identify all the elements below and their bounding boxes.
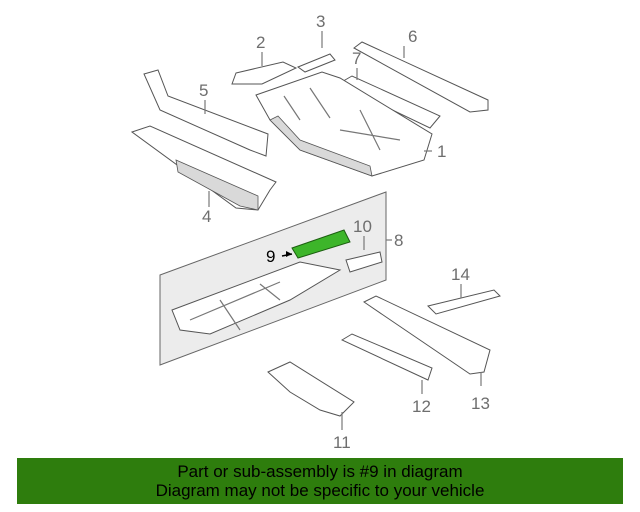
part-2-drawing bbox=[231, 52, 298, 85]
part-7-drawing bbox=[336, 68, 441, 129]
part-10-drawing bbox=[345, 236, 383, 273]
callout-5[interactable]: 5 bbox=[199, 81, 208, 100]
callout-11[interactable]: 11 bbox=[333, 433, 351, 452]
part-12-drawing bbox=[340, 333, 433, 394]
part-6-drawing bbox=[353, 41, 489, 113]
callout-6[interactable]: 6 bbox=[408, 27, 417, 46]
callout-4[interactable]: 4 bbox=[202, 207, 211, 226]
part-13-drawing bbox=[363, 295, 491, 386]
callout-12[interactable]: 12 bbox=[412, 397, 431, 416]
part-3-drawing bbox=[296, 31, 336, 73]
banner-line-2: Diagram may not be specific to your vehi… bbox=[155, 481, 485, 500]
callout-7[interactable]: 7 bbox=[352, 49, 361, 68]
callout-2[interactable]: 2 bbox=[256, 33, 265, 52]
callout-13[interactable]: 13 bbox=[471, 394, 490, 413]
part-1-drawing bbox=[255, 71, 433, 177]
callout-1[interactable]: 1 bbox=[437, 142, 446, 161]
part-5-drawing bbox=[143, 69, 269, 157]
part-14-drawing bbox=[427, 284, 501, 315]
callout-9[interactable]: 9 bbox=[266, 247, 275, 266]
frame-rail-drawing bbox=[171, 261, 342, 335]
part-4-drawing bbox=[130, 125, 277, 211]
banner-line-1: Part or sub-assembly is #9 in diagram bbox=[177, 462, 463, 481]
parts-diagram: 1 2 3 4 5 6 7 8 9 10 11 12 13 14 bbox=[130, 12, 501, 452]
part-9-highlight[interactable] bbox=[281, 229, 351, 259]
info-banner: Part or sub-assembly is #9 in diagram Di… bbox=[17, 458, 623, 504]
callout-14[interactable]: 14 bbox=[451, 265, 470, 284]
callout-3[interactable]: 3 bbox=[316, 12, 325, 31]
callout-10[interactable]: 10 bbox=[353, 217, 372, 236]
part-11-drawing bbox=[267, 361, 355, 430]
callout-8[interactable]: 8 bbox=[394, 231, 403, 250]
